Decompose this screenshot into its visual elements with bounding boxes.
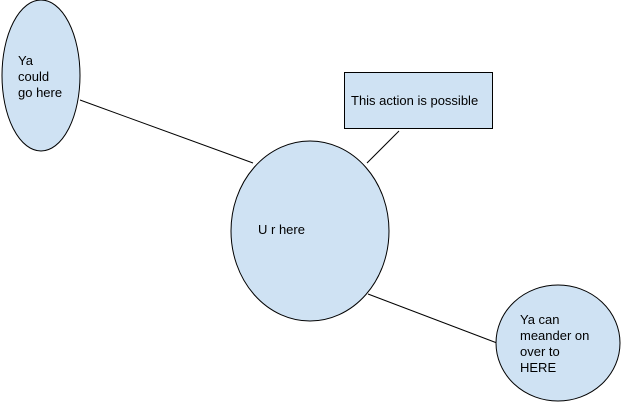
left-option-node <box>1 0 81 152</box>
action-node <box>344 72 493 129</box>
edge-current-to-right-option <box>367 293 498 344</box>
right-option-label: Ya can meander on over to HERE <box>520 312 590 375</box>
left-option-label: Ya could go here <box>18 53 63 100</box>
action-label: This action is possible <box>351 93 479 108</box>
current-location-label: U r here <box>258 222 305 237</box>
edge-current-to-action <box>366 130 400 164</box>
current-location-node <box>230 140 390 322</box>
right-option-node <box>495 284 621 402</box>
edge-current-to-left-option <box>79 99 254 164</box>
